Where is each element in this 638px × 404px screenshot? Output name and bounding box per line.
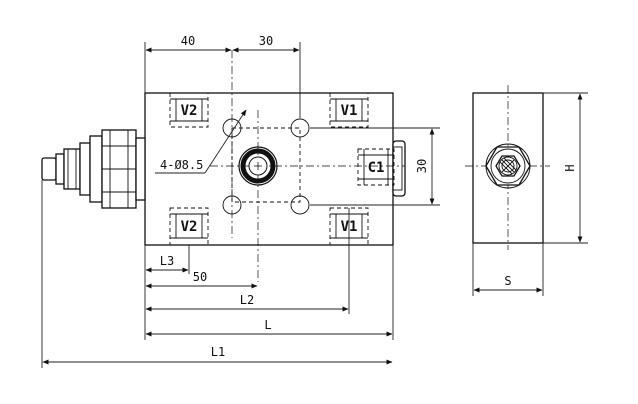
port-c1: C1: [357, 148, 395, 186]
side-view: H S: [465, 85, 588, 296]
dim-l3-label: L3: [160, 254, 174, 268]
front-view: V2 V1 C1 V2: [41, 50, 406, 282]
dim-l1-label: L1: [211, 345, 225, 359]
mounting-hole: [290, 118, 310, 138]
valve-block-body: [144, 92, 394, 246]
dim-30-label: 30: [259, 34, 273, 48]
port-c1-label: C1: [368, 160, 385, 176]
port-v1-top: V1: [329, 92, 369, 128]
mounting-hole: [222, 195, 242, 215]
dim-40-label: 40: [181, 34, 195, 48]
dim-vertical-30-label: 30: [415, 159, 429, 173]
c1-boss-cap: [392, 146, 403, 191]
front-dimensions: 40 30 30 L3 50 L2 L L1: [41, 34, 440, 368]
port-v2-top-label: V2: [181, 103, 198, 119]
central-port: [238, 146, 278, 186]
port-v2-top: V2: [169, 92, 209, 128]
mounting-hole: [222, 118, 242, 138]
adjuster-cartridge: [41, 129, 146, 209]
dim-l2-label: L2: [240, 293, 254, 307]
dim-l-label: L: [264, 318, 271, 332]
dim-h-label: H: [563, 164, 577, 171]
port-v2-bottom-label: V2: [181, 219, 198, 235]
hole-spec-label: 4-Ø8.5: [160, 158, 203, 172]
mounting-hole: [290, 195, 310, 215]
port-v1-top-label: V1: [341, 103, 358, 119]
dim-50-label: 50: [193, 270, 207, 284]
c1-boss: [392, 140, 406, 197]
dim-s-label: S: [504, 274, 511, 288]
